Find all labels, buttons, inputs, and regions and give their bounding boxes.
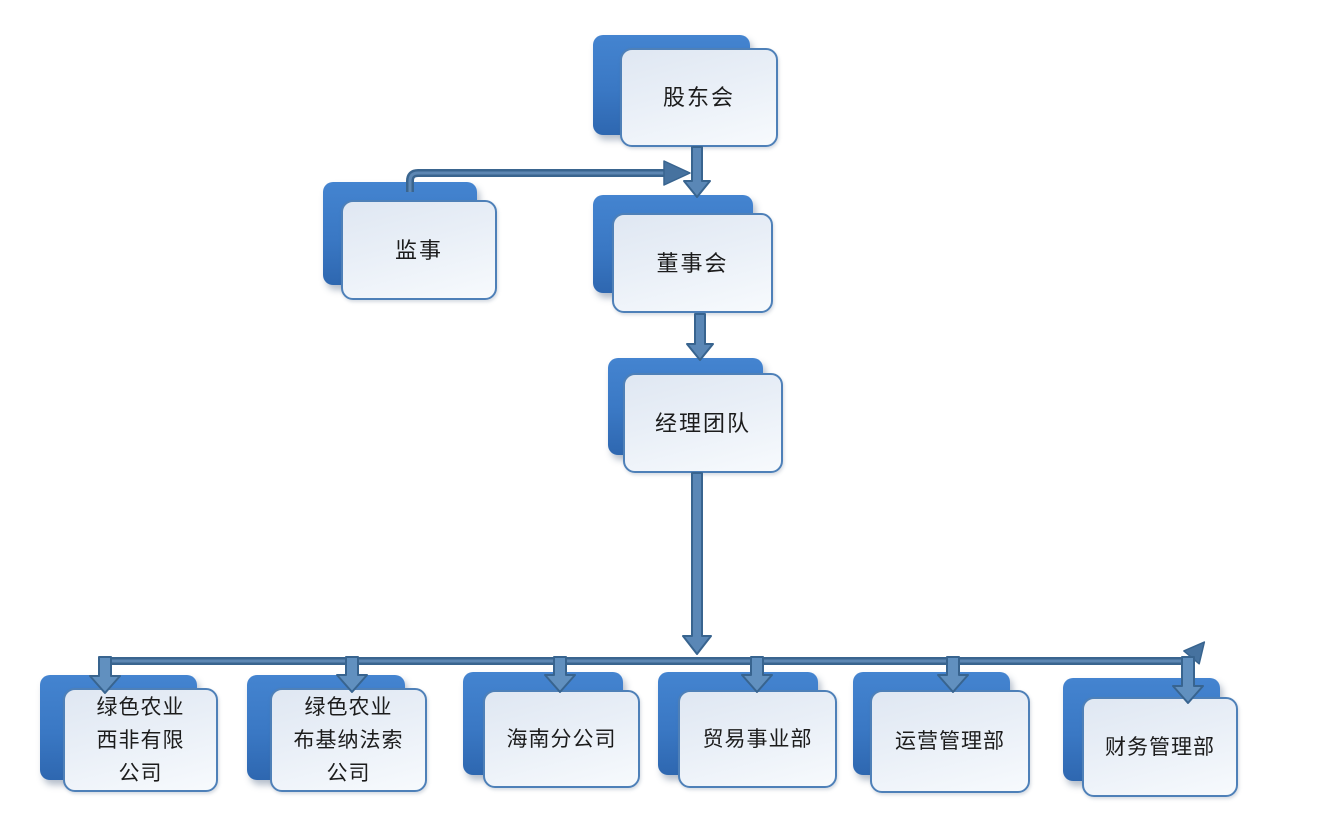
node-board-front: 董事会 [612, 213, 773, 313]
node-supervisor-label: 监事 [394, 237, 443, 263]
node-shareholders-label: 股东会 [662, 85, 735, 110]
node-trade-division-front: 贸易事业部 [678, 690, 837, 788]
connector-distribution-line-highlight [101, 659, 1193, 676]
node-green-burkina-front: 绿色农业 布基纳法索 公司 [270, 688, 427, 792]
node-supervisor-front: 监事 [341, 200, 497, 300]
node-operations-dept-label: 运营管理部 [895, 729, 1005, 753]
node-green-west-africa-label: 绿色农业 西非有限 公司 [96, 694, 185, 785]
node-trade-division-label: 贸易事业部 [702, 726, 813, 751]
node-green-burkina-label: 绿色农业 布基纳法索 公司 [293, 694, 404, 785]
node-management-team-front: 经理团队 [623, 373, 783, 473]
node-finance-dept-label: 财务管理部 [1105, 734, 1215, 759]
connector-management-trunk-arrow [682, 472, 712, 655]
node-shareholders-front: 股东会 [620, 48, 778, 147]
connector-distribution-end-arrowhead [1183, 641, 1206, 665]
node-hainan-branch-label: 海南分公司 [506, 726, 617, 751]
node-finance-dept-front: 财务管理部 [1082, 697, 1238, 797]
connector-supervisor-arrowhead [663, 160, 691, 186]
connector-board-management-arrow [686, 313, 714, 361]
node-hainan-branch-front: 海南分公司 [483, 690, 640, 788]
node-management-team-label: 经理团队 [654, 410, 751, 436]
node-board-label: 董事会 [656, 250, 729, 276]
node-operations-dept-front: 运营管理部 [870, 690, 1030, 793]
connector-shareholders-board-arrow [683, 146, 711, 198]
connector-distribution-line [99, 657, 1193, 676]
node-green-west-africa-front: 绿色农业 西非有限 公司 [63, 688, 218, 792]
